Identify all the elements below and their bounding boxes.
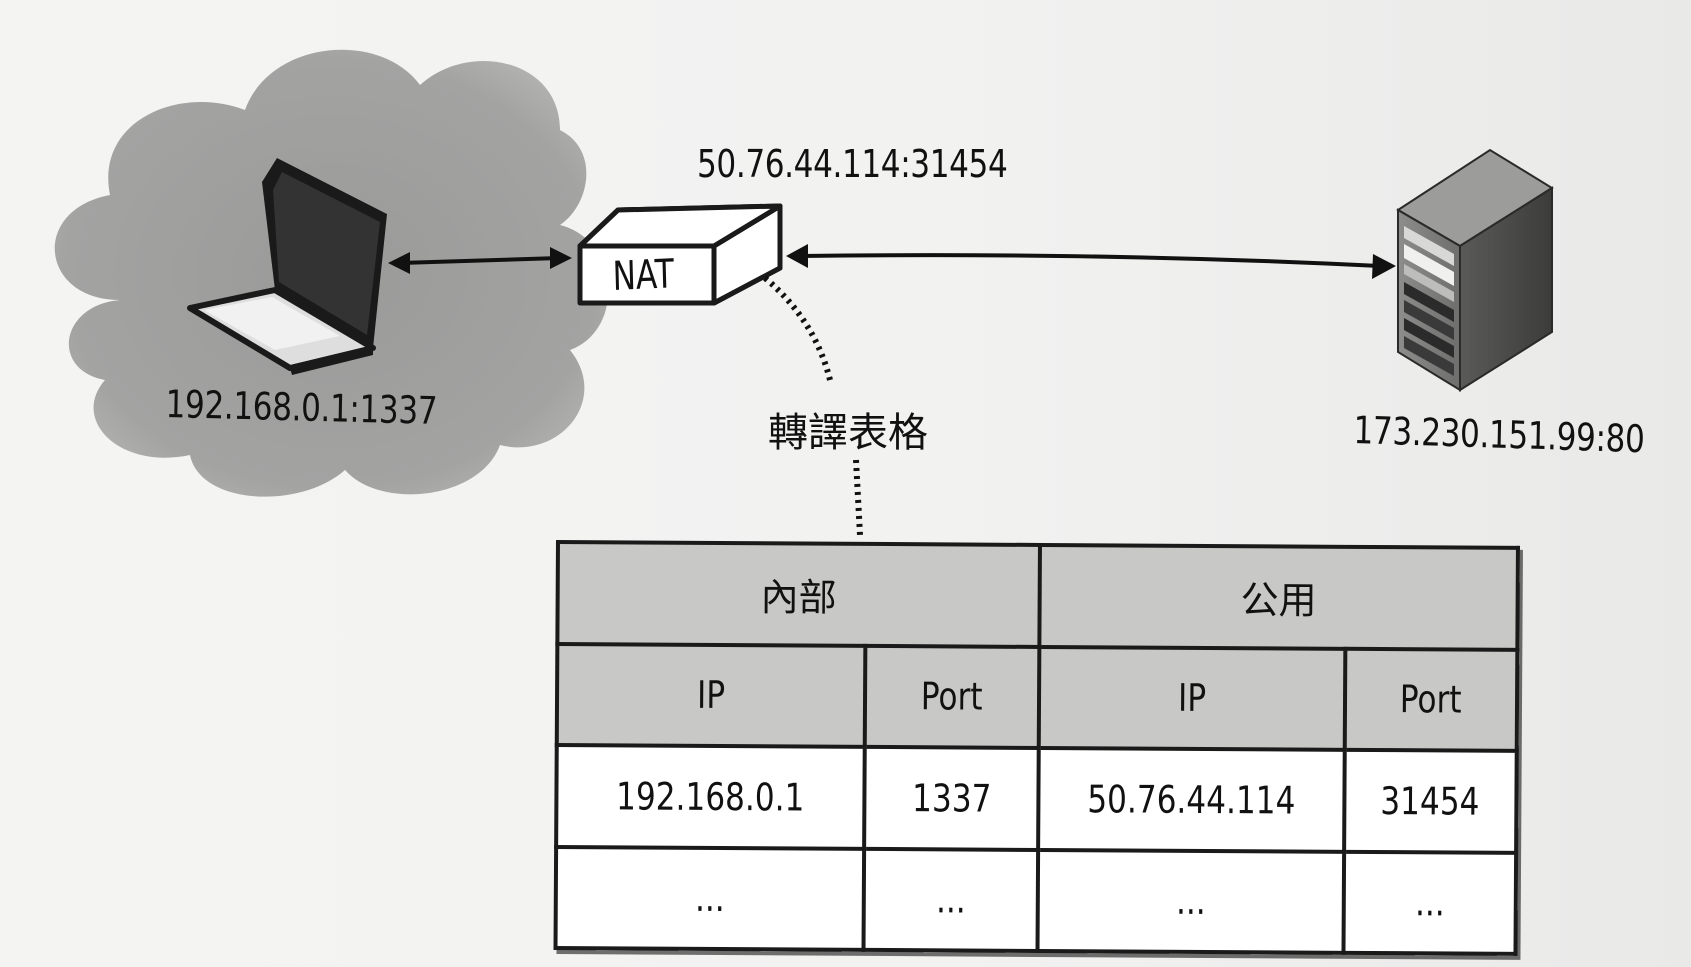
nat-server-arrow-left xyxy=(786,244,808,268)
table-row: 192.168.0.1 1337 50.76.44.114 31454 xyxy=(556,745,1517,853)
sub-header-internal-ip: IP xyxy=(556,643,866,747)
translation-table-label: 轉譯表格 xyxy=(768,410,928,456)
laptop-nat-arrow-right xyxy=(550,247,572,269)
cell-public-ip: ... xyxy=(1037,849,1344,953)
group-header-public-text: 公用 xyxy=(1240,578,1317,623)
cell-public-port: 31454 xyxy=(1343,749,1517,853)
table-group-header-row: 內部 公用 xyxy=(557,542,1518,650)
cell-internal-ip: ... xyxy=(555,846,864,950)
cell-internal-ip: 192.168.0.1 xyxy=(556,745,865,849)
sub-header-internal-port: Port xyxy=(864,645,1040,748)
nat-box-icon xyxy=(577,203,783,306)
cell-public-port: ... xyxy=(1343,851,1517,954)
nat-public-address-label: 50.76.44.114:31454 xyxy=(697,142,1008,186)
group-header-public: 公用 xyxy=(1039,544,1518,650)
laptop-nat-arrow-left xyxy=(388,252,410,274)
nat-translation-table: 內部 公用 IP Port IP Port 192.168.0.1 1337 5… xyxy=(553,540,1519,956)
nat-table-connector-lower xyxy=(853,459,863,536)
server-icon xyxy=(1396,148,1554,392)
sub-header-public-ip: IP xyxy=(1038,646,1346,750)
table-row: ... ... ... ... xyxy=(555,846,1517,954)
laptop-icon xyxy=(187,158,387,375)
cell-internal-port: 1337 xyxy=(863,746,1039,850)
cell-public-ip: 50.76.44.114 xyxy=(1037,747,1345,852)
nat-label: NAT xyxy=(612,251,675,300)
server-address-label: 173.230.151.99:80 xyxy=(1353,408,1645,462)
table-sub-header-row: IP Port IP Port xyxy=(556,643,1518,751)
laptop-nat-link xyxy=(399,256,561,265)
group-header-internal-text: 內部 xyxy=(760,575,837,620)
cell-internal-port: ... xyxy=(863,848,1038,951)
nat-server-link xyxy=(799,253,1381,268)
client-address-label: 192.168.0.1:1337 xyxy=(165,382,438,433)
nat-server-arrow-right xyxy=(1372,254,1396,279)
nat-table-connector-upper xyxy=(763,275,833,381)
sub-header-public-port: Port xyxy=(1344,648,1518,751)
group-header-internal: 內部 xyxy=(557,542,1040,647)
